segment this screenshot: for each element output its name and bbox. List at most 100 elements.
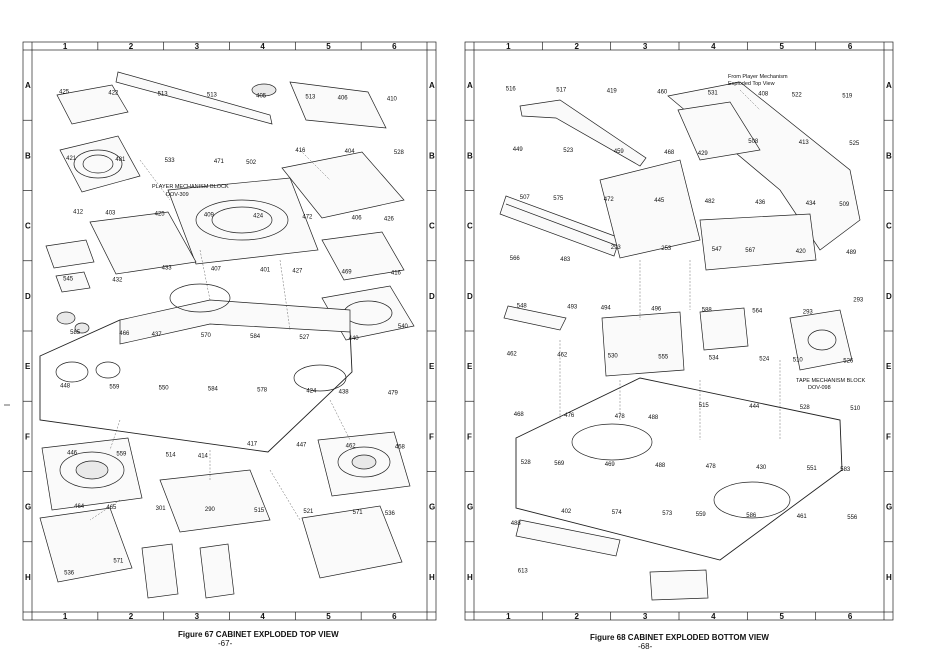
part-number-label: 551	[807, 466, 818, 472]
part-number-label: 464	[74, 504, 85, 510]
rail-419	[519, 99, 647, 167]
row-label: F	[429, 432, 434, 441]
part-number-label: 545	[63, 276, 74, 282]
part-number-label: 460	[657, 89, 668, 95]
part-number-label: 472	[604, 197, 615, 203]
annotation-player-block-2: DOV-309	[166, 192, 189, 198]
column-label: 6	[392, 612, 397, 621]
part-number-label: 573	[662, 511, 673, 517]
part-number-label: 525	[849, 141, 860, 147]
row-label: A	[886, 81, 892, 90]
row-label: C	[467, 222, 473, 231]
part-number-label: 533	[165, 158, 176, 164]
part-number-label: 613	[518, 569, 529, 575]
chassis-panel	[677, 101, 761, 161]
row-label: H	[429, 573, 435, 582]
top-cover-425	[56, 84, 129, 125]
part-number-label: 401	[260, 267, 271, 273]
board-center	[159, 469, 271, 533]
part-number-label: 412	[73, 210, 84, 216]
part-number-label: 433	[162, 265, 173, 271]
part-number-label: 301	[156, 506, 167, 512]
row-label: E	[25, 362, 31, 371]
part-number-label: 566	[510, 256, 521, 262]
column-label: 5	[780, 42, 785, 51]
part-number-label: 507	[520, 195, 531, 201]
part-number-label: 540	[398, 324, 409, 330]
part-number-label: 513	[207, 92, 218, 98]
row-label: C	[25, 222, 31, 231]
part-number-label: 559	[696, 512, 707, 518]
annotation-tape-block-2: DOV-098	[808, 385, 831, 391]
part-number-label: 419	[607, 88, 618, 94]
part-number-label: 445	[654, 198, 665, 204]
row-label: D	[25, 292, 31, 301]
column-label: 3	[195, 612, 200, 621]
part-number-label: 513	[305, 94, 316, 100]
column-label: 2	[129, 612, 134, 621]
part-number-label: 508	[748, 139, 759, 145]
annotation-player-block-1: PLAYER MECHANISM BLOCK	[152, 184, 229, 190]
row-label: F	[25, 432, 30, 441]
part-number-label: 462	[346, 443, 357, 449]
part-number-label: 429	[698, 151, 709, 157]
cover-405	[289, 81, 387, 129]
part-number-label: 564	[752, 309, 763, 315]
part-number-label: 574	[612, 510, 623, 516]
part-number-label: 523	[563, 148, 574, 154]
part-number-label: 405	[256, 93, 267, 99]
row-label: C	[886, 222, 892, 231]
row-label: F	[886, 432, 891, 441]
row-label: D	[467, 292, 473, 301]
left-drawing	[39, 71, 415, 599]
column-label: 5	[780, 612, 785, 621]
part-number-label: 438	[339, 390, 350, 396]
part-number-label: 424	[253, 214, 264, 220]
part-number-label: 472	[302, 215, 313, 221]
part-number-label: 515	[699, 403, 710, 409]
part-number-label: 434	[806, 201, 817, 207]
column-label: 4	[260, 42, 265, 51]
bottom-cabinet-402	[515, 377, 843, 561]
part-number-label: 575	[553, 196, 564, 202]
bar-548	[503, 305, 567, 331]
part-number-label: 478	[615, 414, 626, 420]
part-number-label: 462	[507, 351, 518, 357]
row-label: G	[25, 503, 31, 512]
cover-425-right	[321, 231, 405, 281]
part-number-label: 531	[708, 90, 719, 96]
annotation-from-player-2: Exploded Top View	[728, 81, 775, 87]
part-number-label: 559	[116, 451, 127, 457]
row-label: A	[429, 81, 435, 90]
column-label: 4	[260, 612, 265, 621]
plate-446	[199, 543, 235, 599]
row-label: G	[467, 503, 473, 512]
board-mid	[599, 159, 701, 259]
part-number-label: 425	[155, 212, 166, 218]
frame-496	[601, 311, 685, 377]
part-number-label: 550	[159, 386, 170, 392]
part-number-label: 536	[64, 571, 75, 577]
part-number-label: 404	[345, 149, 356, 155]
part-number-label: 496	[651, 307, 662, 313]
right-grid	[465, 42, 893, 620]
part-564	[699, 307, 749, 351]
part-number-label: 406	[352, 216, 363, 222]
column-label: 3	[195, 42, 200, 51]
part-number-label: 468	[664, 150, 675, 156]
part-number-label: 444	[749, 404, 760, 410]
part-number-label: 528	[800, 405, 811, 411]
part-number-label: 488	[655, 463, 666, 469]
left-caption: Figure 67 CABINET EXPLODED TOP VIEW	[178, 630, 339, 639]
part-number-label: 447	[296, 442, 307, 448]
part-number-label: 493	[567, 305, 578, 311]
row-label: B	[886, 151, 892, 160]
part-number-label: 253	[661, 246, 672, 252]
part-number-label: 494	[601, 306, 612, 312]
part-number-label: 489	[846, 250, 857, 256]
part-number-label: 290	[205, 507, 216, 513]
tray-586	[649, 569, 709, 601]
